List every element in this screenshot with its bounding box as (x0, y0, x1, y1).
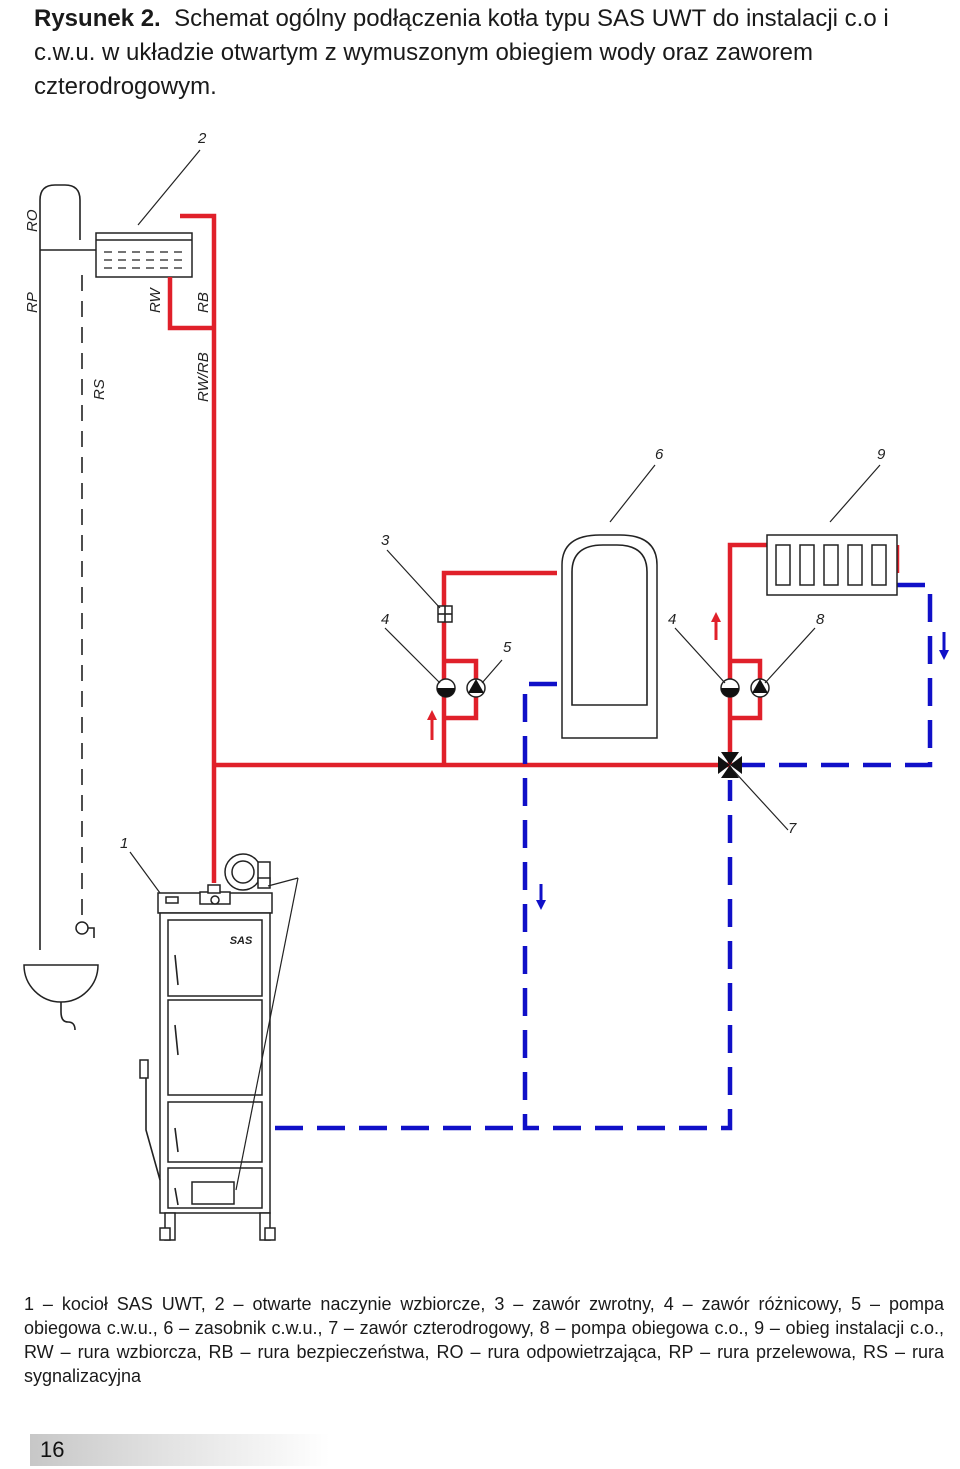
flow-arrows (427, 612, 949, 910)
dhw-pump (466, 678, 486, 698)
callout-5-leader (481, 659, 503, 684)
boiler-fan (224, 853, 271, 891)
callout-1: 1 (120, 835, 128, 852)
four-way-valve (718, 752, 742, 778)
boiler (139, 884, 276, 1241)
label-rs: RS (91, 379, 108, 400)
figure-title: Schemat ogólny podłączenia kotła typu SA… (34, 5, 889, 100)
callout-7-leader (732, 769, 789, 831)
pipe-rw (167, 277, 214, 331)
callout-4a-leader (384, 627, 441, 684)
fan-regulator-wire2 (235, 877, 299, 1191)
callout-2: 2 (197, 130, 207, 147)
callout-4a: 4 (381, 611, 389, 628)
sink-drain (60, 1002, 76, 1031)
callout-2-leader (137, 149, 201, 226)
tank-return (522, 681, 733, 1131)
figure-caption: Rysunek 2. Schemat ogólny podłączenia ko… (34, 2, 939, 104)
heating-schematic: SAS RO RP RS RW RB RW/RB 1 2 3 4 5 6 4 8… (23, 130, 949, 1241)
callout-9: 9 (877, 446, 886, 463)
label-rwrb: RW/RB (195, 352, 212, 402)
ch-differential-valve (720, 678, 740, 698)
callout-8-leader (764, 627, 816, 684)
label-rp: RP (24, 292, 41, 313)
vent-pipe-ro (39, 184, 81, 950)
expansion-vessel (95, 232, 193, 278)
callout-4b-leader (674, 627, 726, 684)
label-rb: RB (195, 292, 212, 313)
label-ro: RO (24, 209, 41, 232)
callout-5: 5 (503, 639, 512, 656)
callout-8: 8 (816, 611, 825, 628)
dhw-supply-branch (441, 570, 557, 765)
callout-9-leader (829, 464, 881, 523)
check-valve (437, 605, 453, 623)
callout-6: 6 (655, 446, 664, 463)
callout-3-leader (386, 549, 441, 609)
fan-regulator-wire (267, 877, 299, 887)
callout-3: 3 (381, 532, 390, 549)
page-number: 16 (40, 1437, 65, 1462)
callout-7: 7 (788, 820, 797, 837)
callout-1-leader (129, 851, 161, 894)
ch-pump (750, 678, 770, 698)
callout-4b: 4 (668, 611, 676, 628)
signal-valve-spout (88, 927, 95, 938)
callout-6-leader (609, 464, 656, 523)
legend-text: 1 – kocioł SAS UWT, 2 – otwarte naczynie… (24, 1294, 944, 1386)
page-footer: 16 (30, 1434, 330, 1466)
pipe-rb (180, 213, 217, 883)
ch-supply-branch (727, 542, 767, 765)
radiator-return (740, 582, 933, 768)
hot-water-tank (561, 534, 658, 739)
drain-sink (23, 964, 99, 1003)
figure-label: Rysunek 2. (34, 5, 161, 32)
radiator (766, 534, 898, 596)
dhw-differential-valve (436, 678, 456, 698)
boiler-badge: SAS (230, 935, 253, 947)
signal-valve (75, 921, 89, 935)
label-rw: RW (147, 286, 164, 313)
